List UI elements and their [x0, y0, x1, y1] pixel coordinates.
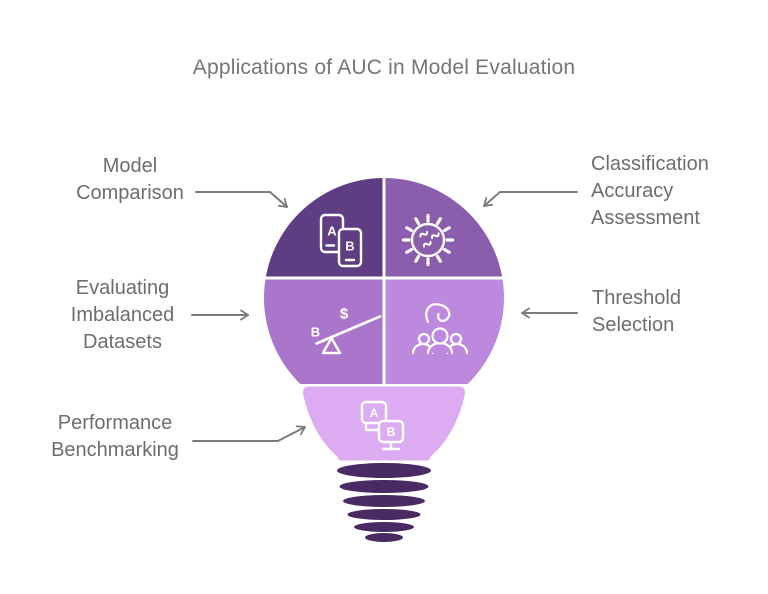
phone-b-letter: B: [345, 239, 354, 254]
screen-a-letter: A: [370, 406, 379, 420]
seesaw-left-letter: B: [311, 325, 320, 340]
segment-classification-accuracy: [385, 178, 504, 277]
label-imbalanced-datasets: Evaluating Imbalanced Datasets: [30, 275, 215, 356]
bulb-segments: [264, 178, 504, 384]
label-line: Comparison: [76, 182, 184, 204]
screw-thread: [339, 480, 429, 493]
label-line: Evaluating: [75, 277, 170, 299]
label-threshold-selection: Threshold Selection: [592, 285, 681, 339]
arrow-classification-accuracy: [483, 191, 578, 207]
segment-threshold-selection: [385, 279, 504, 384]
label-line: Imbalanced: [70, 304, 175, 326]
screw-thread: [337, 463, 431, 478]
label-line: Benchmarking: [51, 439, 179, 461]
label-line: Threshold: [592, 287, 681, 309]
screw-tip: [365, 533, 403, 542]
label-line: Model: [102, 155, 158, 177]
ab-screens-icon: A B: [360, 400, 405, 451]
label-line: Datasets: [83, 331, 162, 353]
group-people-icon: [411, 303, 469, 355]
label-model-comparison: Model Comparison: [40, 153, 220, 207]
arrow-model-comparison: [195, 191, 288, 208]
label-line: Performance: [57, 412, 173, 434]
screw-thread: [347, 509, 421, 520]
phone-a-letter: A: [327, 224, 337, 239]
label-line: Classification: [591, 153, 709, 175]
ab-phones-icon: A B: [319, 213, 363, 268]
bulb-screw-base: [337, 463, 431, 542]
virus-icon: [401, 213, 455, 267]
label-line: Accuracy: [591, 180, 674, 202]
seesaw-right-symbol: $: [340, 306, 349, 323]
screw-thread: [343, 495, 425, 507]
label-classification-accuracy: Classification Accuracy Assessment: [591, 151, 709, 232]
screw-thread: [354, 522, 414, 532]
page-title: Applications of AUC in Model Evaluation: [192, 56, 576, 79]
label-line: Assessment: [591, 207, 700, 229]
label-line: Selection: [592, 314, 675, 336]
screen-b-letter: B: [387, 425, 396, 439]
arrow-performance-benchmarking: [192, 425, 306, 442]
segment-model-comparison: [264, 178, 383, 277]
imbalance-seesaw-icon: B $: [311, 306, 382, 355]
label-performance-benchmarking: Performance Benchmarking: [25, 410, 205, 464]
